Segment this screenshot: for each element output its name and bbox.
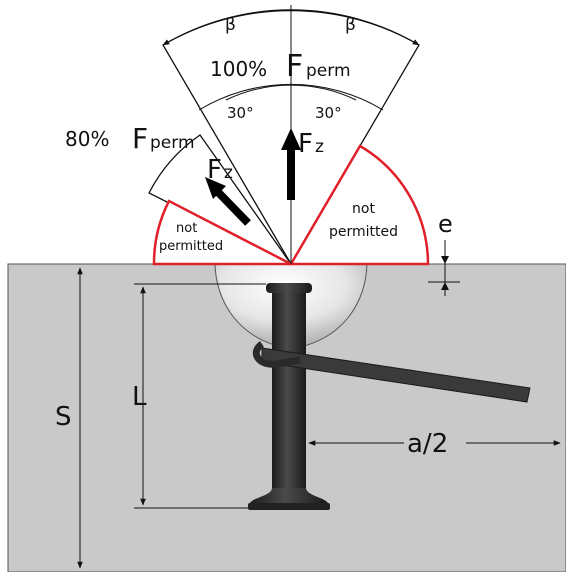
rebar — [261, 347, 531, 403]
full-sub-label: perm — [306, 61, 351, 81]
fz-vertical-sub: z — [315, 137, 324, 157]
fz-inclined-F: F — [207, 155, 222, 185]
dim-e-arrow-bottom — [441, 282, 449, 290]
beta-left-label: β — [225, 15, 236, 35]
arrow-up-icon — [281, 128, 301, 200]
not-permitted-right-line2: permitted — [329, 224, 398, 240]
beta-arc — [162, 9, 420, 46]
dim-e-arrow-top — [441, 256, 449, 264]
not-permitted-right-sector — [288, 144, 430, 266]
dim-a2-label: a/2 — [407, 429, 448, 459]
not-permitted-right-line1: not — [352, 201, 375, 217]
fz-vertical-F: F — [298, 129, 313, 159]
beta-right-label: β — [345, 15, 356, 35]
rebar-loop — [252, 341, 301, 368]
not-permitted-left-line2: permitted — [159, 239, 223, 254]
angle-left-label: 30° — [227, 104, 254, 122]
not-permitted-left-line1: not — [176, 221, 197, 236]
not-permitted-left-sector — [152, 199, 292, 266]
full-F-label: F — [286, 49, 303, 84]
reduced-pct-label: 80% — [65, 127, 109, 151]
arrow-diagonal-icon — [205, 177, 251, 226]
dim-S-label: S — [55, 402, 72, 432]
lifting-anchor — [248, 283, 330, 510]
angle-right-label: 30° — [315, 104, 342, 122]
dim-a2-label-bg — [404, 428, 466, 456]
dim-e-label: e — [438, 210, 453, 238]
fz-inclined-sub: z — [224, 163, 233, 183]
full-pct-label: 100% — [210, 57, 267, 81]
reduced-sub-label: perm — [150, 133, 195, 153]
dim-L-label: L — [132, 382, 147, 412]
reduced-F-label: F — [132, 122, 148, 155]
